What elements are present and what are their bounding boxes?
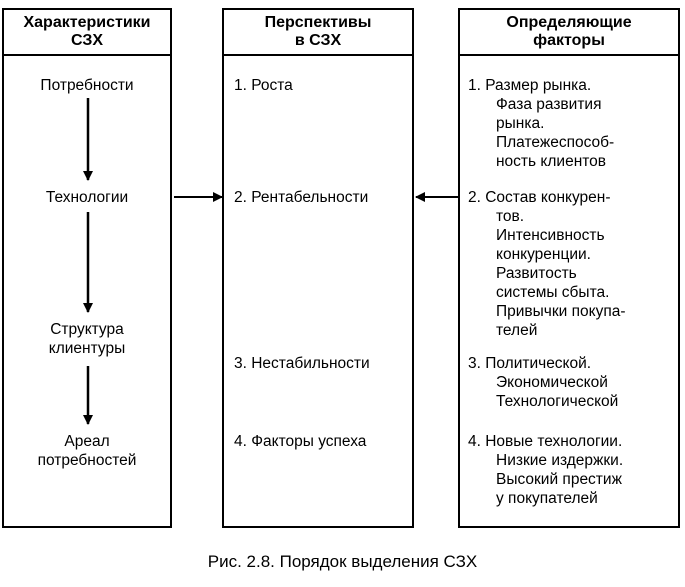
item-technologies: Технологии (45, 189, 129, 206)
perspective-instability: 3. Нестабильности (234, 355, 370, 372)
perspectives-header: Перспективы в СЗХ (224, 10, 412, 56)
perspective-success-factors: 4. Факторы успеха (234, 433, 367, 450)
factor-group-2: 2. Состав конкурен- тов. Интенсивность к… (468, 189, 626, 339)
item-client-structure: Структура клиентуры (48, 321, 126, 357)
factors-box: Определяющие факторы 1. Размер рынка. Фа… (458, 8, 680, 528)
characteristics-header: Характеристики СЗХ (4, 10, 170, 56)
factors-header: Определяющие факторы (460, 10, 678, 56)
item-needs: Потребности (40, 77, 134, 94)
perspectives-box: Перспективы в СЗХ 1. Роста 2. Рентабельн… (222, 8, 414, 528)
characteristics-box: Характеристики СЗХ Потребности Технологи… (2, 8, 172, 528)
factor-group-3: 3. Политической. Экономической Технологи… (468, 355, 619, 410)
perspective-growth: 1. Роста (234, 77, 293, 94)
factor-group-4: 4. Новые технологии. Низкие издержки. Вы… (468, 433, 624, 507)
perspective-profitability: 2. Рентабельности (234, 189, 369, 206)
figure-caption: Рис. 2.8. Порядок выделения СЗХ (207, 552, 478, 571)
item-needs-area: Ареал потребностей (37, 433, 137, 469)
factor-group-1: 1. Размер рынка. Фаза развития рынка. Пл… (468, 77, 615, 170)
